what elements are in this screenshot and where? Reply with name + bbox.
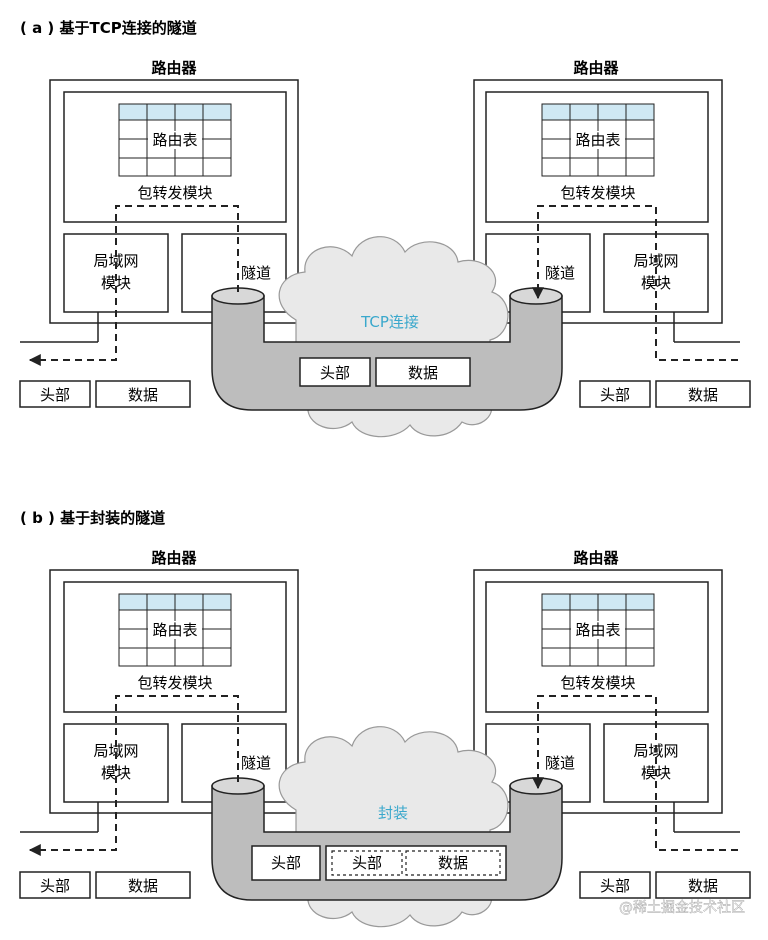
- routing-table-label: 路由表: [575, 131, 620, 149]
- packet-data-label: 数据: [408, 364, 438, 382]
- router-label: 路由器: [573, 59, 619, 77]
- packet-path-left: [28, 205, 239, 366]
- inner-data-label: 数据: [438, 854, 468, 872]
- packet-header-label: 头部: [320, 364, 350, 382]
- routing-table-label: 路由表: [152, 131, 197, 149]
- inner-data-box: [405, 850, 501, 876]
- right-router-b: 路由器 路由表 包转发模块 隧道 局域网 模块: [473, 549, 723, 814]
- forwarding-module-label: 包转发模块: [560, 184, 635, 202]
- right-packet-a: 头部 数据: [579, 380, 751, 408]
- packet-data-label: 数据: [688, 877, 718, 895]
- routing-table: [541, 593, 655, 667]
- tunnel-module-label: 隧道: [545, 264, 575, 282]
- left-packet-b: 头部 数据: [19, 871, 191, 899]
- left-packet-a: 头部 数据: [19, 380, 191, 408]
- routing-table: [118, 593, 232, 667]
- packet-data-label: 数据: [128, 877, 158, 895]
- forwarding-module-label: 包转发模块: [137, 184, 212, 202]
- pipe-opening-right: [509, 777, 563, 795]
- cloud-label: TCP连接: [360, 313, 419, 331]
- lan-module-label-1: 局域网: [93, 252, 138, 270]
- tunnel-module-label: 隧道: [241, 264, 271, 282]
- packet-data-box: [375, 357, 471, 387]
- pipe-opening-right: [509, 287, 563, 305]
- tunnel-packet: 头部 数据: [299, 357, 471, 387]
- left-router-a: 路由器 路由表 包转发模块 局域网 模块 隧道: [49, 59, 299, 324]
- forwarding-module-box: [485, 581, 709, 713]
- packet-header-label: 头部: [600, 877, 630, 895]
- router-label: 路由器: [151, 549, 197, 567]
- watermark: @稀土掘金技术社区: [619, 900, 745, 916]
- encapsulated-packet: 头部 头部 数据: [251, 845, 507, 881]
- packet-data-label: 数据: [128, 386, 158, 404]
- packet-header-label: 头部: [40, 386, 70, 404]
- inner-header-box: [331, 850, 403, 876]
- router-label: 路由器: [573, 549, 619, 567]
- outer-header-box: [251, 845, 321, 881]
- lan-module-label-2: 模块: [101, 274, 131, 292]
- routing-table: [118, 103, 232, 177]
- forwarding-module-label: 包转发模块: [137, 674, 212, 692]
- packet-header-box: [299, 357, 371, 387]
- inner-header-label: 头部: [352, 854, 382, 872]
- panel-b: ( b ) 基于封装的隧道 路由器 路由表 包转发模块 局域网 模块: [19, 509, 751, 928]
- packet-path-right: [532, 205, 738, 361]
- packet-path-left: [28, 695, 239, 856]
- lan-module-label-1: 局域网: [93, 742, 138, 760]
- outer-header-label: 头部: [271, 854, 301, 872]
- left-router-b: 路由器 路由表 包转发模块 局域网 模块 隧道: [49, 549, 299, 814]
- lan-module-label-2: 模块: [101, 764, 131, 782]
- right-packet-b: 头部 数据: [579, 871, 751, 899]
- panel-b-title: ( b ) 基于封装的隧道: [20, 509, 165, 527]
- payload-box: [325, 845, 507, 881]
- routing-table-label: 路由表: [152, 621, 197, 639]
- packet-path-right: [532, 695, 738, 851]
- routing-table-label: 路由表: [575, 621, 620, 639]
- forwarding-module-label: 包转发模块: [560, 674, 635, 692]
- panel-a: ( a ) 基于TCP连接的隧道 路由器 路由表 包转发模块 局域网 模块: [19, 19, 751, 438]
- packet-header-label: 头部: [40, 877, 70, 895]
- router-label: 路由器: [151, 59, 197, 77]
- panel-a-title: ( a ) 基于TCP连接的隧道: [20, 19, 197, 37]
- tunnel-module-label: 隧道: [545, 754, 575, 772]
- cloud-label: 封装: [378, 804, 408, 822]
- packet-header-label: 头部: [600, 386, 630, 404]
- packet-data-label: 数据: [688, 386, 718, 404]
- right-router-a: 路由器 路由表 包转发模块 隧道 局域网 模块: [473, 59, 723, 324]
- routing-table: [541, 103, 655, 177]
- tunnel-module-label: 隧道: [241, 754, 271, 772]
